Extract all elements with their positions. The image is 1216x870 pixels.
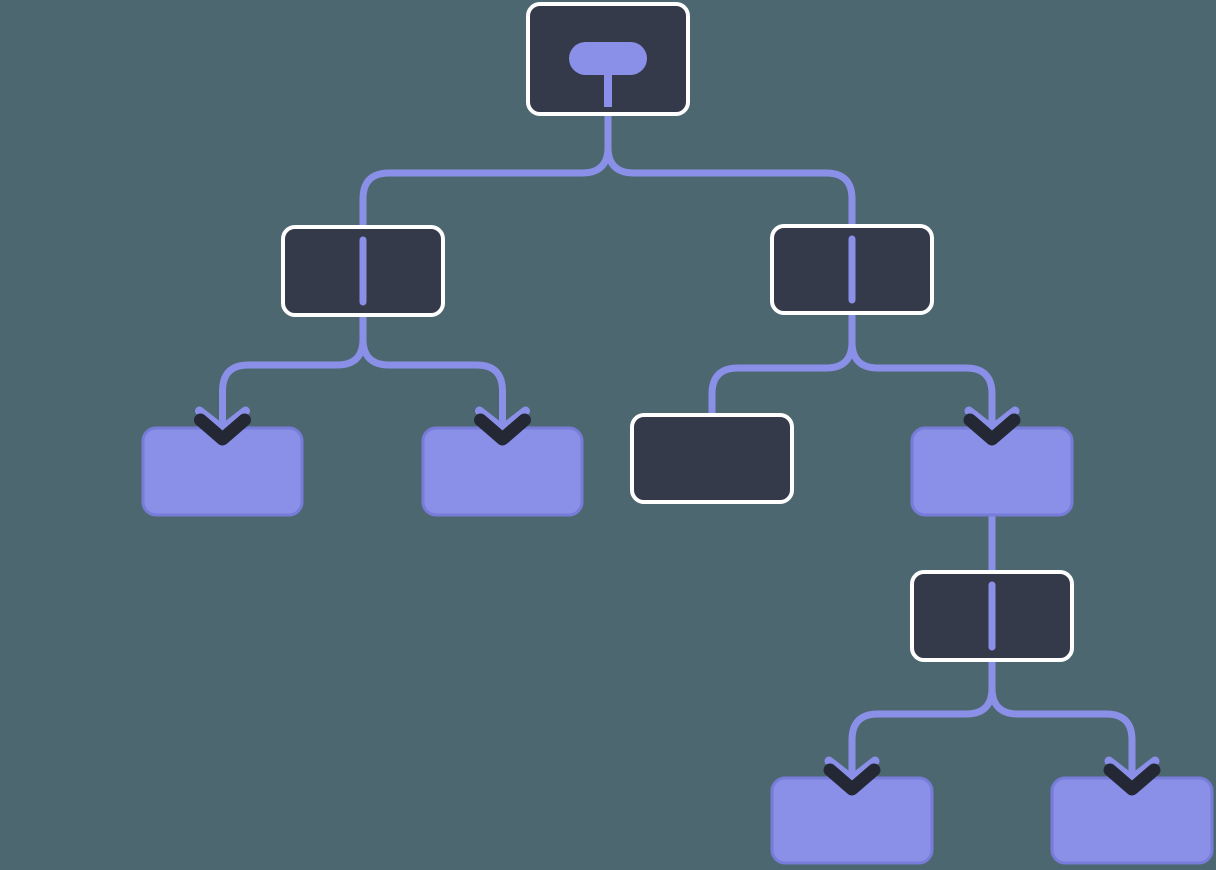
arrow-marker-leaf-1 [194, 406, 251, 446]
connector-root-to-split-left [359, 107, 612, 236]
arrowhead-dark-chevron-icon [1103, 763, 1161, 796]
arrowhead-purple-chevron-icon [824, 756, 880, 784]
connector-split-right-to-dark-leaf [708, 306, 856, 424]
connector-root-to-split-right [604, 107, 856, 235]
arrow-marker-leaf-2 [474, 406, 531, 446]
node-split-right[interactable] [770, 224, 934, 315]
nodes-layer [141, 2, 1214, 865]
arrow-marker-leaf-3 [823, 756, 881, 796]
markers-layer [194, 406, 1161, 796]
arrowhead-dark-chevron-icon [823, 763, 881, 796]
connector-split-right-to-purple-mid [848, 306, 996, 438]
arrowhead-purple-chevron-icon [1104, 756, 1160, 784]
dark-node-box[interactable] [630, 413, 794, 504]
node-split-left[interactable] [281, 225, 445, 317]
arrowhead-dark-chevron-icon [963, 413, 1021, 446]
arrowhead-purple-chevron-icon [195, 406, 250, 434]
arrowhead-purple-chevron-icon [475, 406, 530, 434]
arrowhead-purple-chevron-icon [964, 406, 1020, 434]
arrow-marker-leaf-4 [1103, 756, 1161, 796]
connector-split-bottom-to-leaf-4 [988, 653, 1136, 788]
arrow-marker-purple-mid [963, 406, 1021, 446]
node-root[interactable] [526, 2, 690, 116]
node-dark-leaf[interactable] [630, 413, 794, 504]
arrowhead-dark-chevron-icon [474, 413, 531, 446]
node-split-bottom[interactable] [910, 570, 1074, 662]
connector-split-left-to-leaf-2 [359, 308, 506, 438]
edges-layer [219, 107, 1136, 788]
arrowhead-dark-chevron-icon [194, 413, 251, 446]
pill-icon [569, 42, 647, 75]
